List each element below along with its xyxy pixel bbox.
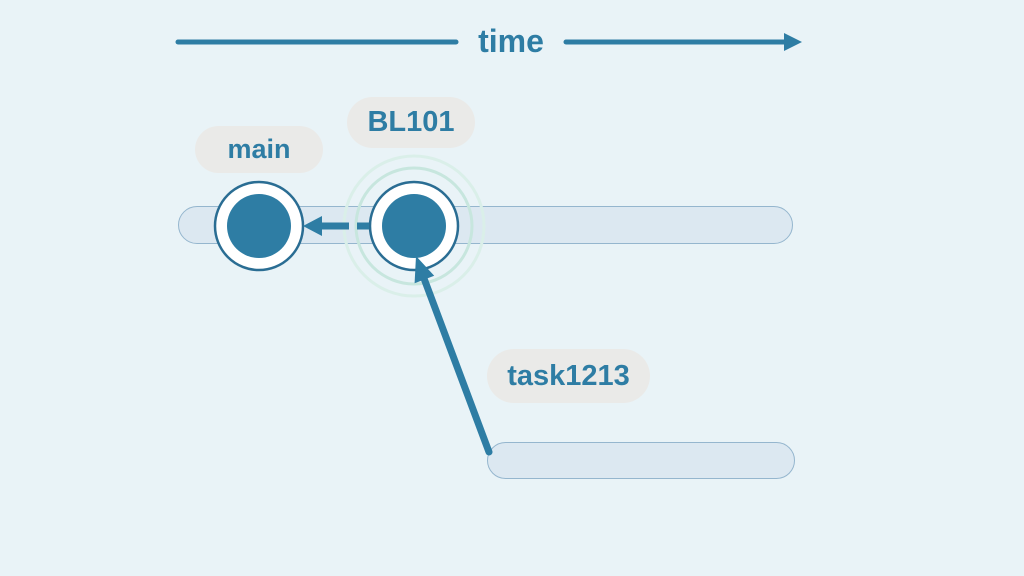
parent-pointer-arrow: [303, 216, 369, 236]
commit-node-bl101-core: [382, 194, 446, 258]
branch-pointer-arrowhead-icon: [414, 256, 435, 284]
commit-node-main-core: [227, 194, 291, 258]
parent-pointer-arrowhead-icon: [303, 216, 322, 236]
branch-label-main-text: main: [227, 134, 291, 164]
halo-ring-inner: [354, 166, 474, 286]
branch-label-task1213: task1213: [487, 349, 650, 403]
commit-node-main: [213, 180, 305, 272]
branch-label-task1213-text: task1213: [507, 359, 630, 392]
time-axis-label: time: [478, 23, 544, 59]
time-axis: [175, 33, 802, 51]
branch-pointer-arrow: [414, 256, 493, 456]
branch-track-task1213: [487, 442, 795, 479]
branch-pointer-arrow-shaft: [420, 276, 493, 456]
time-axis-arrowhead-icon: [784, 33, 802, 51]
branch-label-bl101-text: BL101: [367, 106, 455, 138]
branch-label-bl101: BL101: [347, 97, 475, 148]
commit-node-bl101: [368, 180, 460, 272]
branch-label-main: main: [195, 126, 323, 173]
